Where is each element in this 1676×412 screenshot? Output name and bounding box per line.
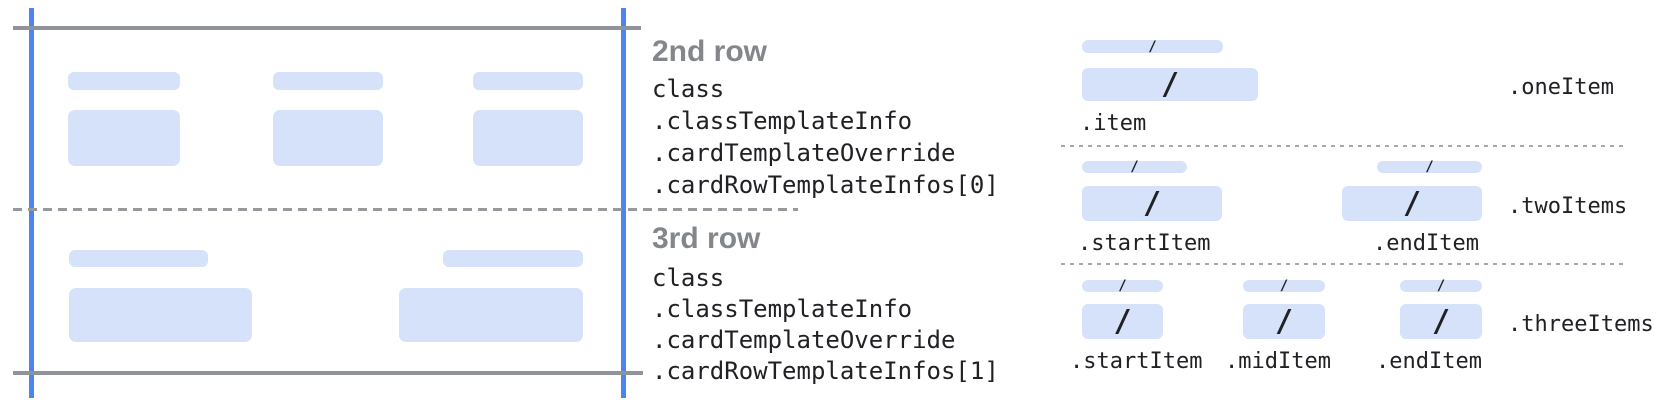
row3-start-label-bar [69,250,208,267]
three-items-start-label-bar: / [1082,278,1163,294]
code-line: .cardRowTemplateInfos[0] [652,171,999,199]
mid-item-field-label: .midItem [1225,349,1331,374]
one-item-value-bar: / [1082,68,1258,101]
card-top-guide-line [13,26,641,30]
end-item-field-label: .endItem [1373,231,1479,256]
code-line: .cardTemplateOverride [652,326,956,354]
slash-placeholder-text: / [1436,278,1446,294]
two-items-end-value-bar: / [1342,186,1482,221]
card-right-guide-line [621,8,626,398]
code-line: .cardRowTemplateInfos[1] [652,357,999,385]
one-item-row-label: .oneItem [1508,75,1614,100]
three-items-end-label-bar: / [1400,278,1482,294]
code-line: .classTemplateInfo [652,295,913,323]
row3-end-value-box [399,288,583,342]
three-items-mid-label-bar: / [1243,278,1325,294]
code-line: .cardTemplateOverride [652,139,956,167]
row2-item1-value-box [68,110,180,166]
row3-code-path: class .classTemplateInfo .cardTemplateOv… [652,263,999,387]
three-items-mid-value-bar: / [1243,304,1325,339]
row2-item3-label-bar [473,72,583,90]
end-item-field-label: .endItem [1376,349,1482,374]
row-divider-dashed-line [13,208,798,211]
slash-placeholder-text: / [1148,38,1157,55]
start-item-field-label: .startItem [1078,231,1211,256]
row2-code-path: class .classTemplateInfo .cardTemplateOv… [652,73,999,201]
legend-separator-2 [1061,263,1628,265]
slash-placeholder-text: / [1130,159,1139,175]
code-line: class [652,75,725,103]
slash-placeholder-text: / [1279,278,1289,294]
row2-heading: 2nd row [652,35,768,68]
legend-separator-1 [1061,145,1628,147]
slash-placeholder-text: / [1274,303,1294,339]
code-line: .classTemplateInfo [652,107,913,135]
card-left-guide-line [29,8,34,398]
row3-start-value-box [69,288,252,342]
item-field-label: .item [1080,111,1147,136]
slash-placeholder-text: / [1431,303,1451,339]
one-item-label-bar: / [1082,38,1223,55]
row2-item2-value-box [273,110,383,166]
two-items-start-value-bar: / [1082,186,1222,221]
three-items-row-label: .threeItems [1508,312,1654,337]
two-items-start-label-bar: / [1082,159,1187,175]
row3-end-label-bar [443,250,583,267]
row3-heading: 3rd row [652,222,761,255]
three-items-start-value-bar: / [1082,304,1163,339]
row2-item3-value-box [473,110,583,166]
slash-placeholder-text: / [1160,66,1180,102]
slash-placeholder-text: / [1113,303,1132,339]
row2-item2-label-bar [273,72,383,90]
two-items-row-label: .twoItems [1508,194,1628,219]
slash-placeholder-text: / [1402,185,1422,221]
two-items-end-label-bar: / [1377,159,1482,175]
start-item-field-label: .startItem [1070,349,1203,374]
three-items-end-value-bar: / [1400,304,1482,339]
code-line: class [652,264,725,292]
row2-item1-label-bar [68,72,180,90]
slash-placeholder-text: / [1142,185,1162,221]
card-bottom-guide-line [13,371,643,375]
slash-placeholder-text: / [1118,278,1127,294]
slash-placeholder-text: / [1425,159,1434,175]
